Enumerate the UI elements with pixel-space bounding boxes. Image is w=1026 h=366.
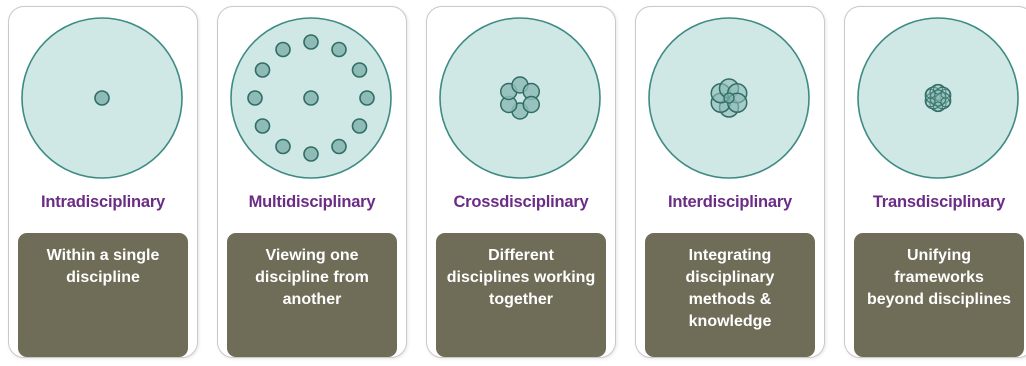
description-text: Unifying frameworks beyond disciplines <box>866 247 1012 308</box>
description-box: Unifying frameworks beyond disciplines <box>854 233 1024 357</box>
description-text: Integrating disciplinary methods & knowl… <box>685 247 775 330</box>
discipline-node <box>925 97 936 108</box>
discipline-node <box>359 90 375 106</box>
loose-petal-flower-diagram <box>439 17 601 179</box>
discipline-node <box>247 90 263 106</box>
discipline-node <box>275 138 291 155</box>
ring-of-dots-diagram <box>230 17 392 179</box>
panel-transdisciplinary: Transdisciplinary Unifying frameworks be… <box>844 6 1026 358</box>
discipline-node <box>925 88 936 99</box>
dense-flower-of-life-diagram <box>857 17 1019 179</box>
panel-title: Intradisciplinary <box>40 193 166 211</box>
description-box: Within a single discipline <box>18 233 188 357</box>
outer-circle <box>857 17 1019 179</box>
panel-title: Interdisciplinary <box>667 193 793 211</box>
discipline-node <box>303 34 319 50</box>
description-text: Different disciplines working together <box>446 247 596 308</box>
discipline-node <box>940 88 951 99</box>
panel-title: Crossdisciplinary <box>453 193 589 211</box>
discipline-node <box>351 62 368 78</box>
panel-interdisciplinary: Interdisciplinary Integrating disciplina… <box>635 6 825 358</box>
outer-circle <box>439 17 601 179</box>
discipline-node <box>303 90 319 106</box>
description-box: Integrating disciplinary methods & knowl… <box>645 233 815 357</box>
discipline-node <box>940 97 951 108</box>
discipline-node <box>303 146 319 162</box>
panel-intradisciplinary: Intradisciplinary Within a single discip… <box>8 6 198 358</box>
panel-title: Transdisciplinary <box>872 193 1006 211</box>
discipline-node <box>331 41 347 58</box>
single-dot-diagram <box>21 17 183 179</box>
panel-title: Multidisciplinary <box>248 193 376 211</box>
discipline-node <box>275 41 291 58</box>
panel-multidisciplinary: Multidisciplinary Viewing one discipline… <box>217 6 407 358</box>
description-box: Different disciplines working together <box>436 233 606 357</box>
discipline-node <box>522 95 541 114</box>
panel-crossdisciplinary: Crossdisciplinary Different disciplines … <box>426 6 616 358</box>
discipline-node <box>94 90 110 106</box>
description-box: Viewing one discipline from another <box>227 233 397 357</box>
discipline-node <box>351 118 368 134</box>
discipline-node <box>254 118 271 134</box>
discipline-node <box>933 84 943 95</box>
discipline-node <box>254 62 271 78</box>
discipline-node <box>723 92 735 104</box>
overlapping-petal-flower-diagram <box>648 17 810 179</box>
discipline-node <box>331 138 347 155</box>
description-text: Within a single discipline <box>46 247 160 286</box>
discipline-node <box>933 101 943 112</box>
description-text: Viewing one discipline from another <box>255 247 369 308</box>
